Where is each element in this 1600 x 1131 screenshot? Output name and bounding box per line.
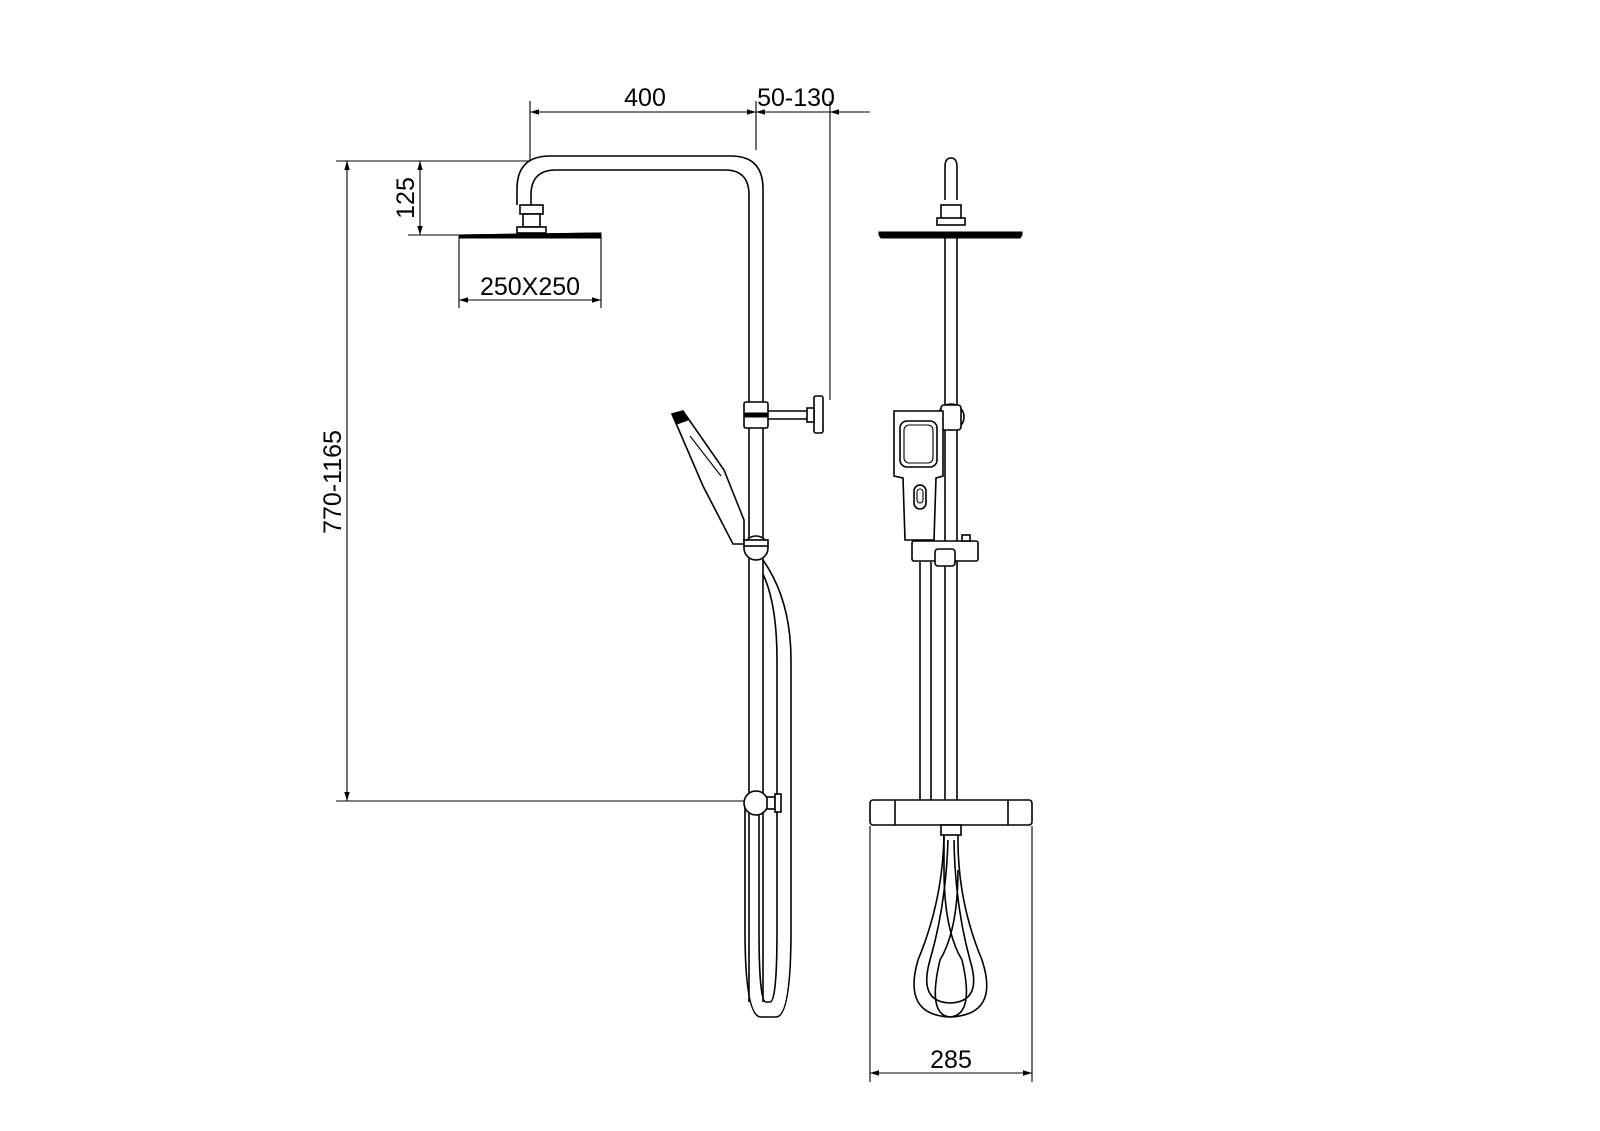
- label-head-size: 250X250: [480, 273, 580, 301]
- label-head-drop: 125: [392, 177, 420, 219]
- label-height-range: 770-1165: [319, 430, 347, 534]
- hose-outer: [744, 559, 792, 1018]
- hand-shower-side: [670, 410, 745, 545]
- head-connector-base: [516, 226, 547, 234]
- front-hose-loop-outer: [913, 834, 988, 1018]
- head-connector-nut: [519, 204, 544, 215]
- lower-connector: [743, 790, 769, 816]
- hose-inner: [758, 573, 778, 1003]
- label-mixer-width: 285: [930, 1046, 972, 1074]
- label-arm-length: 400: [624, 84, 666, 112]
- label-wall-offset: 50-130: [757, 84, 835, 112]
- hand-shower-face: [899, 420, 938, 468]
- mixer-outlet: [940, 824, 962, 836]
- shower-arm-inner: [530, 169, 750, 402]
- front-view: [869, 157, 1033, 1018]
- shower-arm-outer: [516, 155, 764, 402]
- front-riser-top: [944, 157, 958, 200]
- side-view: [458, 155, 824, 1018]
- front-hose-loop-inner: [926, 839, 975, 1004]
- head-connector-body: [522, 213, 541, 228]
- rain-shower-head-front: [878, 231, 1023, 239]
- wall-bracket-mount: [813, 395, 824, 434]
- dimension-lines: [336, 101, 1033, 1082]
- dimension-labels: 400 50-130 125 250X250 770-1165 285: [319, 84, 972, 1074]
